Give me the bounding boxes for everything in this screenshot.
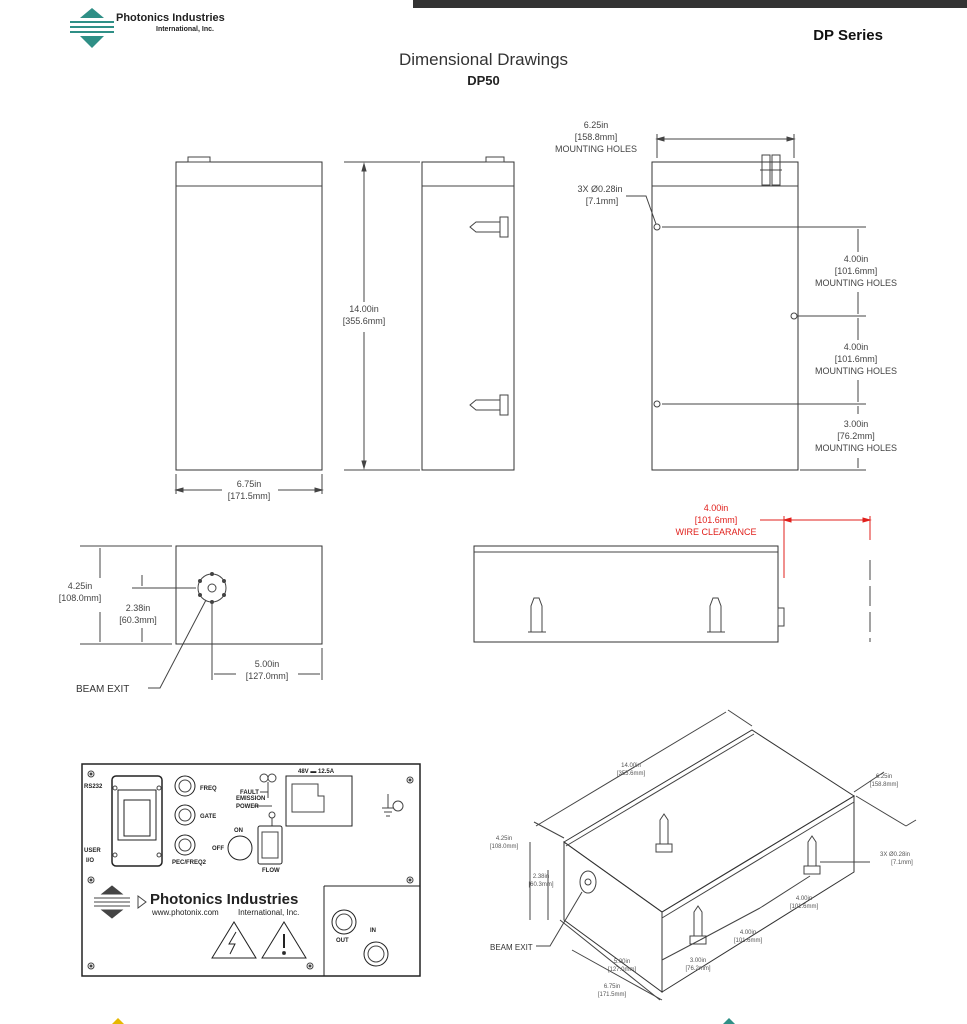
panel-pec-label: PEC/FREQ2: [172, 860, 207, 866]
iso-hole-mm: [7.1mm]: [891, 860, 913, 866]
beam-offset-in: 5.00in: [255, 659, 280, 669]
panel-emission-label: EMISSION: [236, 796, 265, 802]
end-view: [80, 545, 323, 689]
iso-beam-mm: [60.3mm]: [528, 882, 553, 888]
company-name: Photonics Industries: [116, 12, 225, 24]
side-height-in: 14.00in: [349, 304, 379, 314]
iso-off-mm: [127.0mm]: [608, 967, 637, 973]
iso-full-mm: [171.5mm]: [598, 992, 627, 998]
iso-h2-in: 4.00in: [740, 930, 756, 936]
panel-io-label: I/O: [86, 858, 94, 864]
iso-beam-exit: BEAM EXIT: [490, 943, 533, 952]
panel-off-label: OFF: [212, 846, 224, 852]
panel-brand: Photonics Industries: [150, 891, 298, 908]
clearance-in: 4.00in: [704, 503, 729, 513]
panel-fault-label: FAULT: [240, 790, 259, 796]
iso-length-in: 14.00in: [621, 763, 641, 769]
company-logo: Photonics Industries International, Inc.: [68, 6, 238, 50]
panel-url: www.photonix.com: [151, 908, 219, 917]
front-view: [174, 156, 324, 494]
hole1-in: 4.00in: [844, 254, 869, 264]
hole3-in: 3.00in: [844, 419, 869, 429]
clearance-mm: [101.6mm]: [695, 515, 738, 525]
panel-out-label: OUT: [336, 938, 349, 944]
isometric-view: [529, 709, 917, 1001]
panel-in-label: IN: [370, 928, 376, 934]
end-height-in: 4.25in: [68, 581, 93, 591]
mount-spacing-in: 6.25in: [584, 120, 609, 130]
iso-off-in: 5.00in: [614, 959, 630, 965]
iso-length-mm: [355.6mm]: [617, 771, 646, 777]
iso-beam-in: 2.38in: [533, 874, 549, 880]
panel-rs232-label: RS232: [84, 784, 103, 790]
iso-height-mm: [108.0mm]: [490, 844, 519, 850]
hole3-label: MOUNTING HOLES: [815, 443, 897, 453]
logo-fragment-icon: [723, 1018, 735, 1024]
hole2-label: MOUNTING HOLES: [815, 366, 897, 376]
iso-h3-in: 3.00in: [690, 958, 706, 964]
beam-offset-mm: [127.0mm]: [246, 671, 289, 681]
top-bar: [413, 0, 967, 8]
hole3-mm: [76.2mm]: [837, 431, 875, 441]
side-view: [344, 156, 515, 471]
series-label: DP Series: [813, 27, 883, 44]
panel-freq-label: FREQ: [200, 786, 217, 792]
hole-spec: 3X Ø0.28in: [577, 184, 622, 194]
panel-brand-sub: International, Inc.: [238, 908, 299, 917]
iso-width-in: 6.25in: [876, 774, 892, 780]
iso-height-in: 4.25in: [496, 836, 512, 842]
panel-user-label: USER: [84, 848, 101, 854]
top-view: [473, 516, 872, 643]
panel-voltage-label: 48V ▬ 12.5A: [298, 769, 335, 775]
front-width-in: 6.75in: [237, 479, 262, 489]
end-height-mm: [108.0mm]: [59, 593, 102, 603]
iso-h1-in: 4.00in: [796, 896, 812, 902]
warning-icon: [112, 1018, 124, 1024]
side-height-mm: [355.6mm]: [343, 316, 386, 326]
panel-logo-icon: [94, 885, 147, 919]
model-name: DP50: [467, 73, 500, 88]
iso-width-mm: [158.8mm]: [870, 782, 899, 788]
hole1-label: MOUNTING HOLES: [815, 278, 897, 288]
mount-spacing-label: MOUNTING HOLES: [555, 144, 637, 154]
iso-h2-mm: [101.6mm]: [734, 938, 763, 944]
beam-height-in: 2.38in: [126, 603, 151, 613]
panel-gate-label: GATE: [200, 814, 216, 820]
iso-hole-spec: 3X Ø0.28in: [880, 852, 910, 858]
panel-flow-label: FLOW: [262, 868, 280, 874]
iso-h3-mm: [76.2mm]: [685, 966, 710, 972]
front-width-mm: [171.5mm]: [228, 491, 271, 501]
iso-full-in: 6.75in: [604, 984, 620, 990]
hole1-mm: [101.6mm]: [835, 266, 878, 276]
iso-h1-mm: [101.6mm]: [790, 904, 819, 910]
control-panel-drawing: [81, 763, 421, 977]
hole2-in: 4.00in: [844, 342, 869, 352]
clearance-label: WIRE CLEARANCE: [675, 527, 756, 537]
page-title: Dimensional Drawings: [398, 50, 569, 69]
logo-mark-icon: [70, 8, 114, 48]
panel-on-label: ON: [234, 828, 243, 834]
back-view: [626, 134, 866, 471]
company-subtitle: International, Inc.: [156, 26, 214, 33]
panel-power-label: POWER: [236, 804, 259, 810]
hole-mm: [7.1mm]: [586, 196, 619, 206]
mount-spacing-mm: [158.8mm]: [575, 132, 618, 142]
beam-exit-label: BEAM EXIT: [76, 684, 129, 695]
beam-height-mm: [60.3mm]: [119, 615, 157, 625]
hole2-mm: [101.6mm]: [835, 354, 878, 364]
